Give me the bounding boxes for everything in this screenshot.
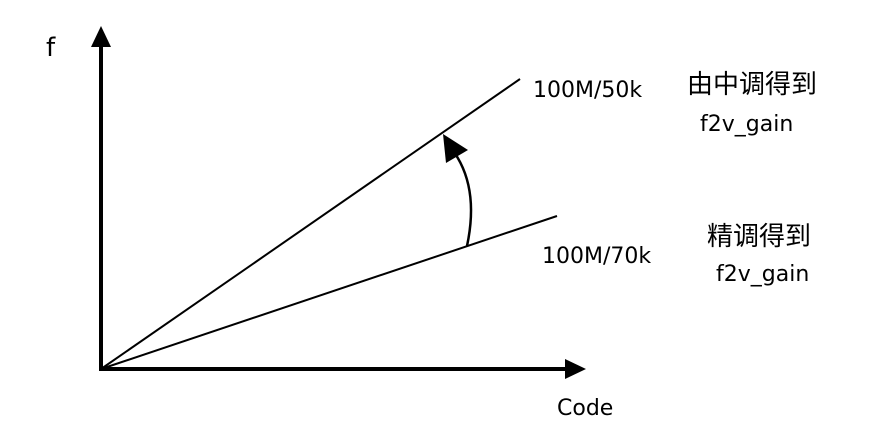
adjustment-arc-arrow: [450, 147, 473, 247]
fine-gain-line: [100, 215, 558, 370]
fine-note-line1: 精调得到: [707, 222, 811, 252]
y-axis-arrowhead: [91, 26, 111, 47]
coarse-note-line1: 由中调得到: [687, 70, 817, 100]
coarse-gain-line: [100, 78, 521, 370]
x-axis-arrowhead: [565, 359, 586, 379]
fine-slope-label: 100M/70k: [542, 244, 651, 269]
adjustment-arc-arrowhead: [443, 134, 468, 163]
fine-note-line2: f2v_gain: [716, 262, 809, 287]
coarse-note-line2: f2v_gain: [700, 112, 793, 137]
x-axis-label: Code: [557, 396, 613, 421]
y-axis-label: f: [46, 33, 56, 63]
coarse-slope-label: 100M/50k: [533, 78, 642, 103]
